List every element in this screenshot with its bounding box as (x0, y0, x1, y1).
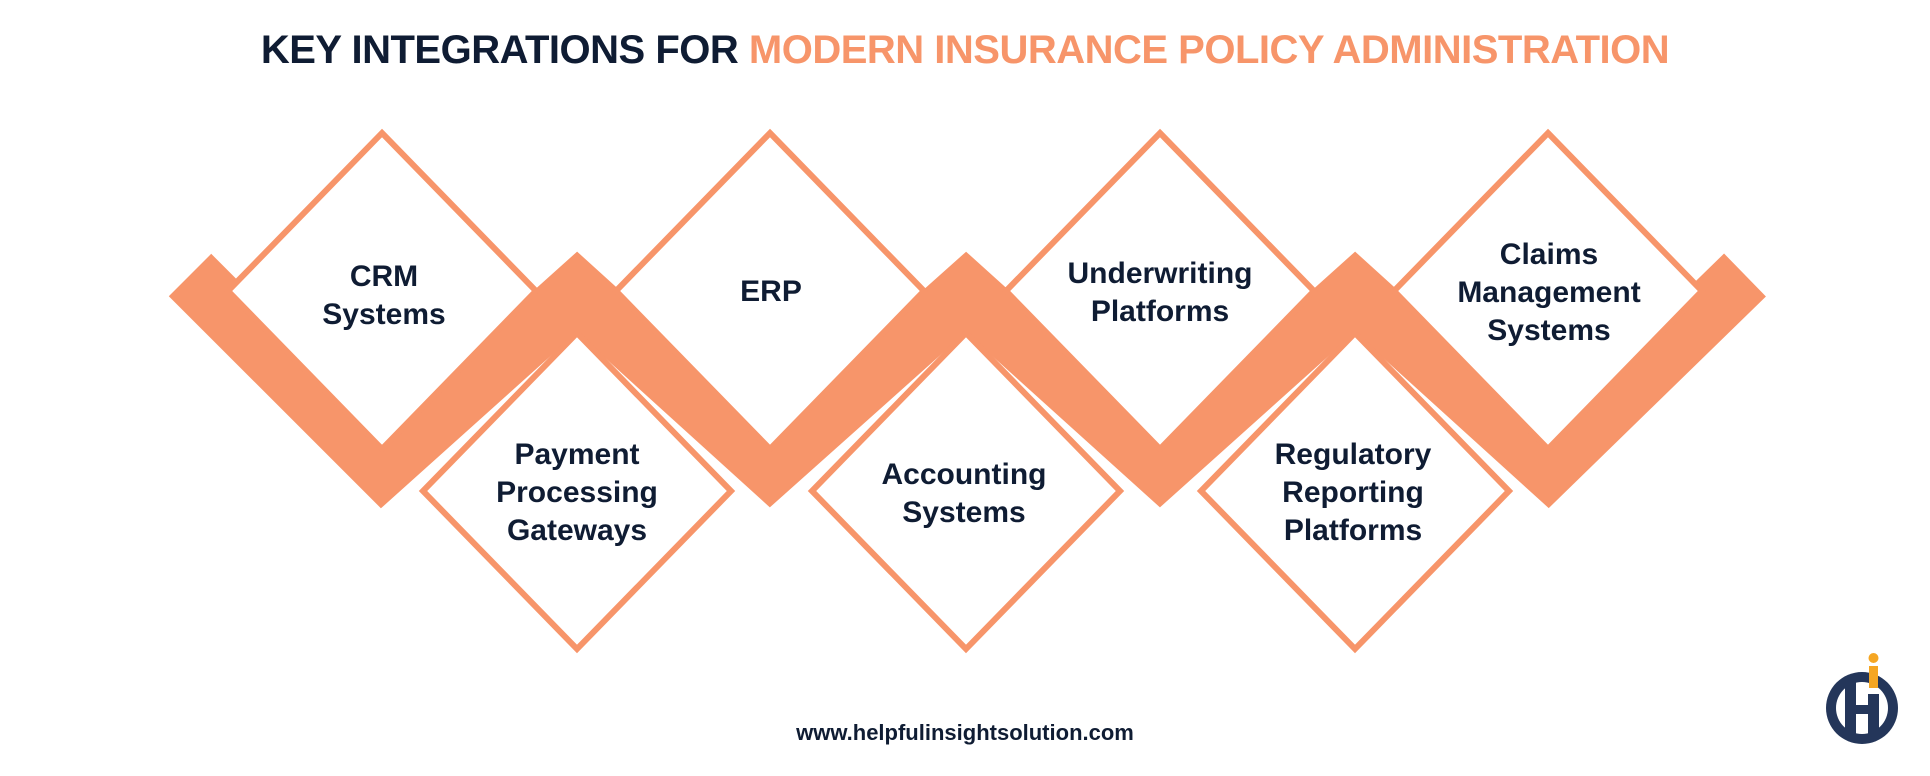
diamond-erp (611, 128, 929, 454)
diamond-regulatory-reporting-platforms (1196, 328, 1514, 654)
title-part-2: MODERN INSURANCE POLICY ADMINISTRATION (748, 28, 1670, 72)
label-accounting-systems: Accounting Systems (881, 458, 1047, 529)
diamond-claims-management-systems (1389, 128, 1707, 454)
footer-url: www.helpfulinsightsolution.com (796, 720, 1134, 745)
diamond-accounting-systems (807, 328, 1125, 654)
label-payment-processing-gateways: Payment Processing Gateways (496, 438, 658, 547)
diamond-underwriting-platforms (1001, 128, 1319, 454)
page-title: KEY INTEGRATIONS FOR MODERN INSURANCE PO… (0, 28, 1930, 73)
label-erp: ERP (740, 275, 802, 308)
hi-logo-icon (1826, 653, 1898, 744)
label-regulatory-reporting-platforms: Regulatory Reporting Platforms (1274, 438, 1432, 547)
title-part-1: KEY INTEGRATIONS FOR (260, 28, 749, 72)
diamond-crm-systems (223, 128, 541, 454)
diamond-payment-processing-gateways (418, 328, 736, 654)
label-claims-management-systems: Claims Management Systems (1457, 238, 1641, 347)
label-underwriting-platforms: Underwriting Platforms (1067, 257, 1253, 328)
label-crm-systems: CRM Systems (322, 260, 446, 331)
zigzag-ribbon (168, 251, 1766, 509)
